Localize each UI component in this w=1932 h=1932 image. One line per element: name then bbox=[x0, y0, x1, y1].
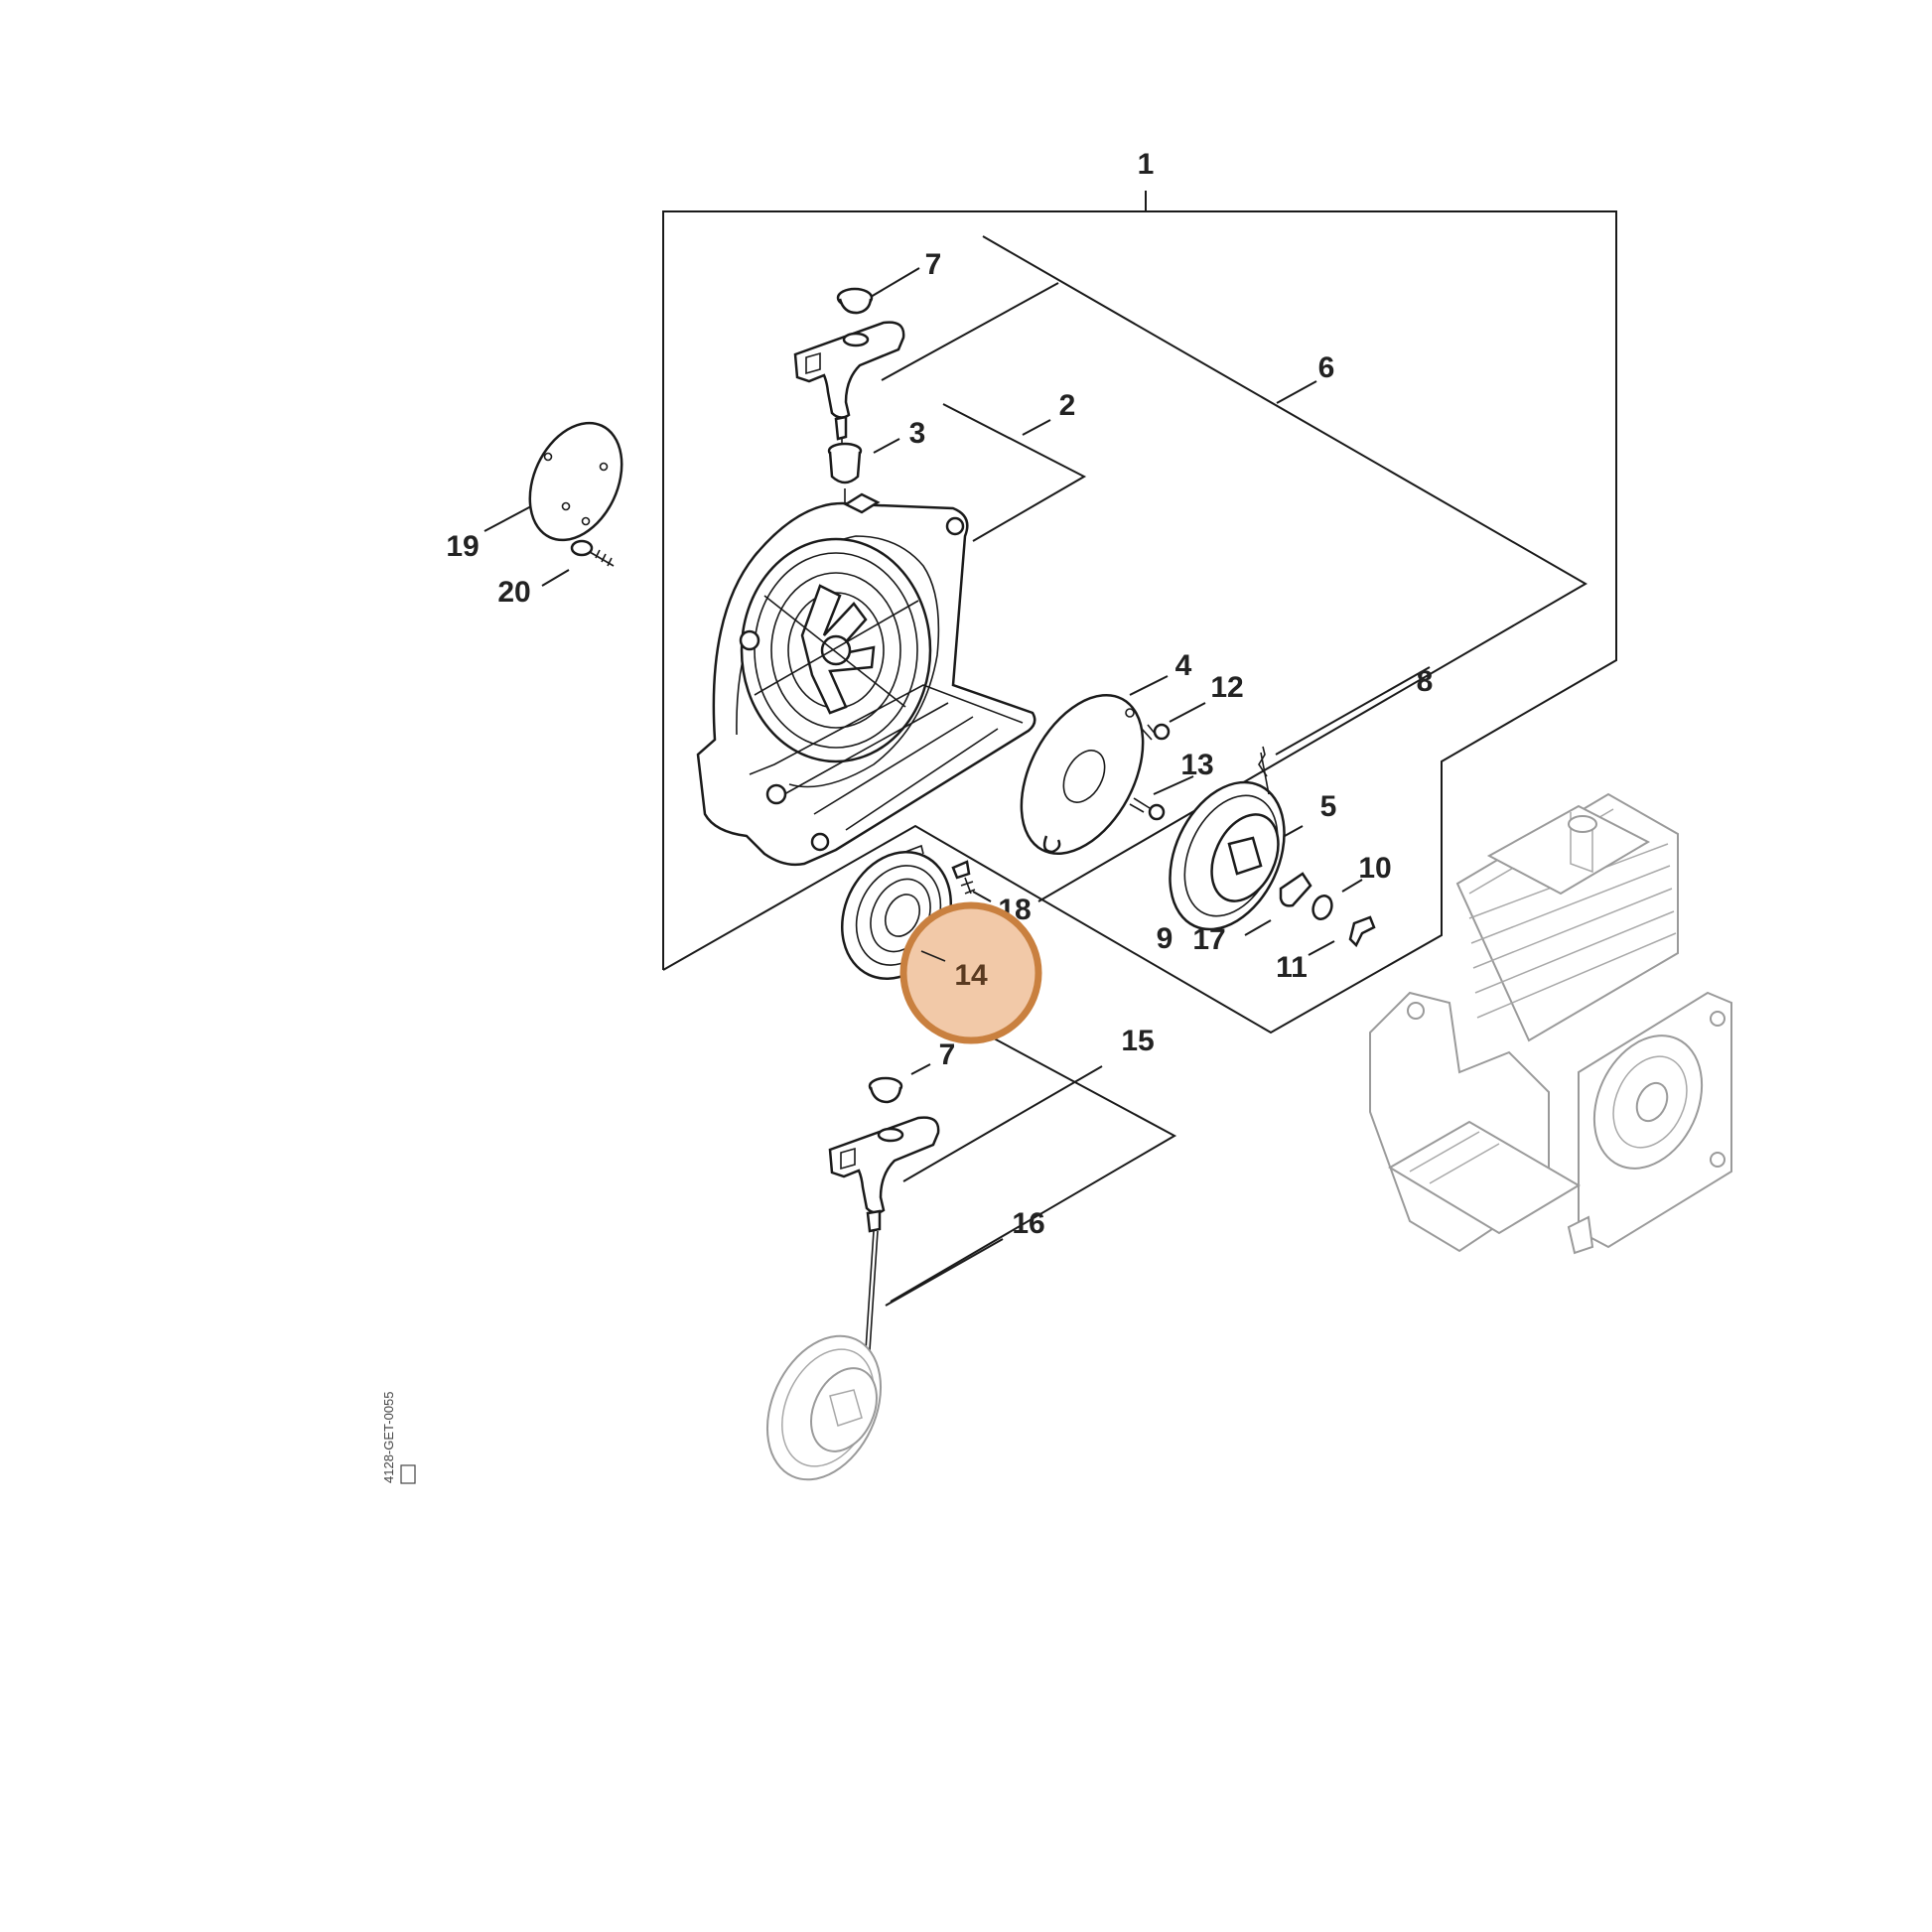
callout-1: 1 bbox=[1138, 148, 1155, 181]
callout-17: 17 bbox=[1192, 923, 1225, 956]
highlight-marker-14[interactable]: 14 bbox=[899, 901, 1042, 1044]
rope-rotor-ghost bbox=[765, 1334, 883, 1481]
callout-11: 11 bbox=[1276, 951, 1308, 984]
callout-3: 3 bbox=[909, 417, 926, 450]
callout-6: 6 bbox=[1318, 351, 1335, 384]
callout-12: 12 bbox=[1210, 671, 1243, 704]
guide-bushing bbox=[827, 442, 863, 502]
fan-housing bbox=[696, 492, 1036, 867]
starter-grip-bottom bbox=[828, 1116, 940, 1233]
callout-14: 14 bbox=[954, 959, 988, 992]
rewind-plate bbox=[1020, 693, 1145, 856]
drawing-code: 4128-GET-0055 bbox=[381, 1391, 416, 1484]
group-bracket-15 bbox=[890, 1032, 1177, 1303]
screw-20 bbox=[570, 539, 615, 567]
cap-top bbox=[836, 287, 874, 315]
callout-7-top: 7 bbox=[925, 248, 942, 281]
cover-plate bbox=[528, 421, 623, 542]
callout-2: 2 bbox=[1059, 389, 1076, 422]
group-bracket-2 bbox=[942, 403, 1087, 542]
screw-12 bbox=[1141, 723, 1171, 741]
callout-7-bottom: 7 bbox=[939, 1038, 956, 1071]
callout-20: 20 bbox=[497, 576, 530, 609]
callout-9: 9 bbox=[1157, 922, 1173, 955]
callout-13: 13 bbox=[1180, 749, 1213, 781]
leader-lines bbox=[483, 267, 1431, 1307]
screw-18 bbox=[951, 860, 976, 895]
callout-10: 10 bbox=[1358, 852, 1391, 885]
callout-8: 8 bbox=[1417, 665, 1434, 698]
starter-rope bbox=[865, 1230, 879, 1351]
svg-text:4128-GET-0055: 4128-GET-0055 bbox=[381, 1391, 396, 1483]
callout-15: 15 bbox=[1121, 1025, 1154, 1057]
callout-4: 4 bbox=[1175, 649, 1192, 682]
callout-5: 5 bbox=[1320, 790, 1337, 823]
pawl bbox=[1279, 872, 1312, 907]
rope-rotor bbox=[1169, 746, 1286, 931]
screw-13 bbox=[1129, 797, 1166, 821]
spring-clip bbox=[1348, 915, 1376, 948]
callout-16: 16 bbox=[1012, 1207, 1044, 1240]
engine-ghost bbox=[1369, 792, 1732, 1255]
starter-grip-top bbox=[793, 321, 905, 453]
callout-19: 19 bbox=[446, 530, 479, 563]
assembly-bracket bbox=[662, 191, 1617, 1035]
washer bbox=[1311, 895, 1333, 920]
cap-bottom bbox=[868, 1076, 903, 1104]
